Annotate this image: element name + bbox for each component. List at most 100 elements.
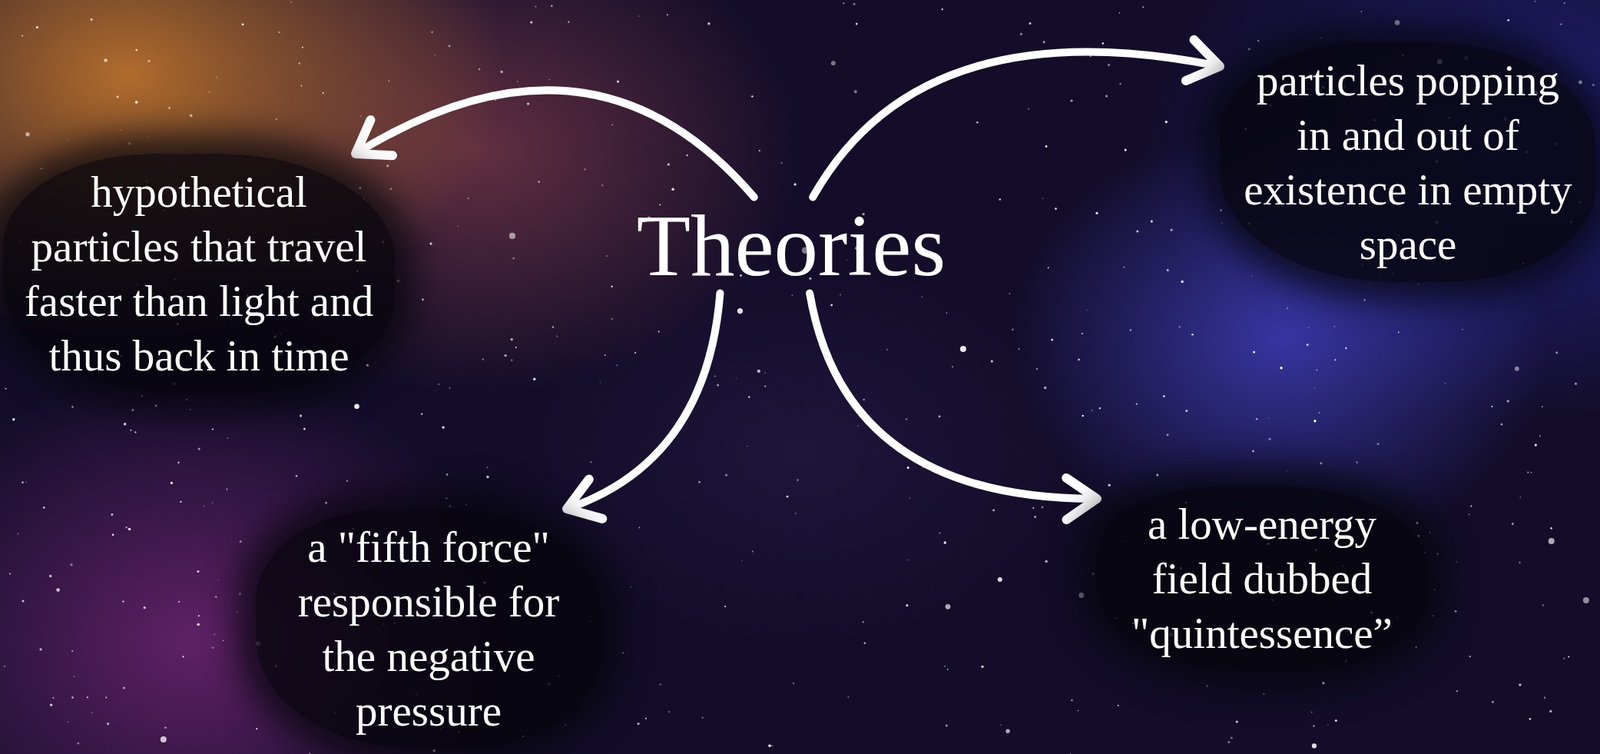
star bbox=[792, 682, 795, 684]
star bbox=[599, 381, 601, 383]
star bbox=[198, 447, 201, 451]
star bbox=[992, 509, 995, 512]
star bbox=[478, 68, 481, 71]
star bbox=[208, 91, 210, 93]
star bbox=[291, 1, 292, 3]
star bbox=[1142, 6, 1144, 8]
star bbox=[1136, 230, 1139, 233]
star bbox=[853, 3, 856, 6]
star bbox=[1069, 752, 1071, 754]
star bbox=[947, 668, 949, 670]
star bbox=[1491, 700, 1494, 703]
star bbox=[448, 504, 451, 507]
star bbox=[1563, 657, 1566, 660]
star bbox=[449, 387, 451, 389]
star bbox=[909, 496, 911, 498]
star bbox=[1119, 82, 1122, 86]
star bbox=[217, 579, 219, 580]
star bbox=[12, 417, 15, 421]
star bbox=[1099, 407, 1101, 409]
star bbox=[556, 335, 558, 338]
star bbox=[1032, 506, 1034, 509]
star bbox=[278, 31, 281, 34]
star bbox=[854, 89, 858, 93]
star bbox=[1548, 537, 1555, 544]
star bbox=[1529, 717, 1532, 720]
star bbox=[52, 696, 54, 699]
star bbox=[1417, 284, 1419, 286]
star bbox=[39, 647, 42, 650]
star bbox=[189, 408, 192, 411]
star bbox=[1009, 292, 1011, 295]
star bbox=[1095, 212, 1098, 215]
star bbox=[486, 475, 490, 479]
star bbox=[1520, 496, 1521, 497]
star bbox=[111, 513, 114, 516]
star bbox=[116, 96, 120, 99]
star bbox=[1534, 0, 1537, 3]
star bbox=[431, 31, 434, 34]
star bbox=[886, 348, 888, 350]
star bbox=[236, 611, 238, 613]
star bbox=[768, 743, 772, 747]
star bbox=[590, 461, 593, 464]
star bbox=[123, 422, 126, 425]
star bbox=[1534, 443, 1538, 446]
star bbox=[1252, 351, 1256, 354]
star bbox=[141, 394, 143, 397]
star bbox=[17, 533, 20, 535]
star bbox=[49, 574, 52, 577]
star bbox=[5, 387, 7, 390]
star bbox=[1313, 419, 1316, 422]
star bbox=[509, 232, 516, 239]
star bbox=[128, 142, 131, 145]
star bbox=[999, 198, 1002, 201]
star bbox=[1119, 12, 1121, 14]
star bbox=[197, 569, 200, 573]
star bbox=[1166, 433, 1170, 436]
star bbox=[346, 480, 348, 482]
star bbox=[907, 466, 910, 469]
arrow-head bbox=[566, 479, 603, 519]
star bbox=[550, 5, 554, 8]
star bbox=[516, 81, 518, 83]
star bbox=[535, 6, 537, 8]
star bbox=[1041, 506, 1044, 509]
star bbox=[944, 665, 946, 667]
star bbox=[601, 184, 603, 186]
star bbox=[606, 255, 608, 257]
theory-node: a "fifth force" responsible for the nega… bbox=[255, 508, 602, 749]
star bbox=[189, 114, 193, 118]
star bbox=[1444, 382, 1447, 385]
star bbox=[67, 721, 70, 723]
star bbox=[796, 478, 799, 481]
star bbox=[170, 481, 173, 484]
star bbox=[1252, 450, 1255, 453]
star bbox=[448, 44, 451, 47]
star bbox=[146, 135, 148, 137]
star bbox=[446, 473, 449, 476]
star bbox=[905, 603, 908, 607]
star bbox=[1327, 723, 1329, 725]
star bbox=[742, 559, 743, 561]
star bbox=[49, 703, 53, 706]
star bbox=[213, 632, 216, 635]
star bbox=[397, 279, 400, 282]
star bbox=[299, 414, 302, 417]
star bbox=[178, 600, 180, 603]
star bbox=[667, 162, 670, 166]
curved-arrow bbox=[566, 293, 720, 519]
star bbox=[1268, 417, 1269, 418]
star bbox=[1363, 298, 1365, 301]
star bbox=[945, 603, 951, 610]
star bbox=[1333, 325, 1335, 328]
star bbox=[671, 187, 675, 191]
star bbox=[611, 318, 613, 320]
star bbox=[1219, 208, 1223, 212]
star bbox=[309, 752, 312, 754]
star bbox=[725, 473, 728, 477]
star bbox=[441, 425, 444, 428]
star bbox=[495, 99, 497, 101]
star bbox=[1376, 442, 1379, 445]
star bbox=[830, 304, 833, 307]
